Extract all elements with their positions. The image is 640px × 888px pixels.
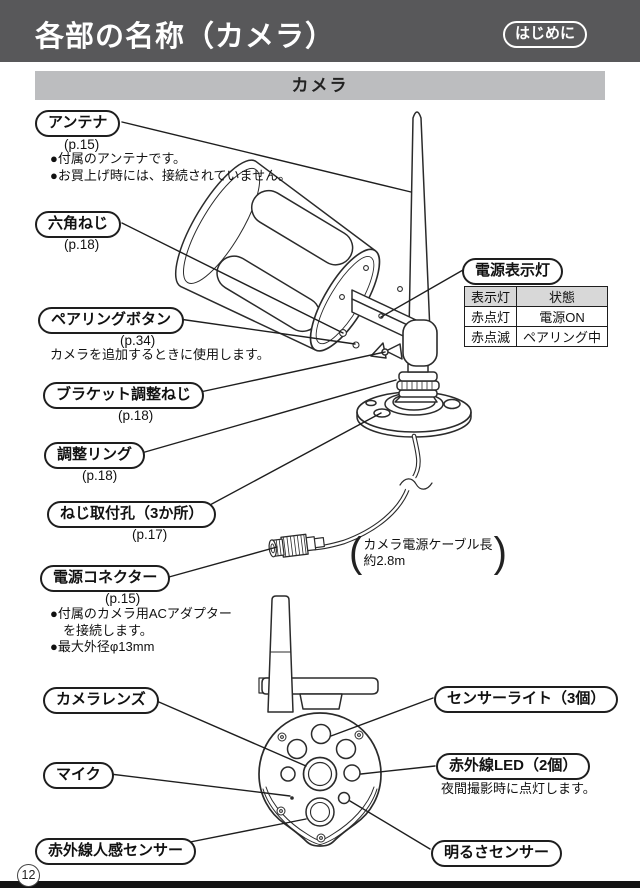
front-features-drawing (276, 723, 364, 843)
callout-mic: マイク (43, 762, 114, 789)
sensor-light-right (335, 738, 357, 760)
adjust-ring-drawing (396, 363, 440, 398)
ir-led-right (343, 764, 361, 782)
note-antenna: ●付属のアンテナです。 ●お買上げ時には、接続されていません。 (50, 151, 292, 183)
elbow-joint-drawing (370, 319, 438, 367)
callout-hex-screw: 六角ねじ (35, 211, 122, 238)
callout-bracket-screw: ブラケット調整ねじ (43, 382, 205, 409)
power-cable-drawing (303, 433, 433, 551)
sensor-light-left (286, 738, 308, 760)
mic-hole (290, 796, 294, 800)
pageref-power-connector: (p.15) (105, 591, 141, 606)
table-header-state: 状態 (516, 286, 609, 307)
close-paren: ) (493, 529, 507, 577)
pageref-antenna: (p.15) (64, 137, 100, 152)
lens-outer (302, 756, 338, 792)
power-led-table: 表示灯 状態 赤点灯 電源ON 赤点滅 ペアリング中 (463, 286, 609, 347)
callout-adjust-ring: 調整リング (44, 442, 146, 469)
callout-brightness-sensor: 明るさセンサー (431, 840, 563, 867)
pageref-adjust-ring: (p.18) (82, 468, 118, 483)
callout-power-led: 電源表示灯 (462, 258, 564, 285)
note-power-connector: ●付属のカメラ用ACアダプター を接続します。 ●最大外径φ13mm (50, 606, 232, 654)
leader-lines (109, 121, 464, 850)
pageref-bracket-screw: (p.18) (118, 408, 154, 423)
table-row: 赤点滅 ペアリング中 (463, 326, 609, 347)
pir-outer (305, 797, 335, 827)
open-paren: ( (349, 529, 363, 577)
antenna-drawing (408, 111, 431, 333)
callout-ir-led: 赤外線LED（2個） (436, 753, 591, 780)
table-row: 赤点灯 電源ON (463, 306, 609, 327)
page-number: 12 (17, 864, 40, 887)
callout-pairing-button: ペアリングボタン (38, 307, 185, 334)
callout-antenna: アンテナ (35, 110, 121, 137)
pageref-hex-screw: (p.18) (64, 237, 100, 252)
table-header-indicator: 表示灯 (463, 286, 518, 307)
chapter-badge: はじめに (503, 21, 588, 48)
mount-base-drawing (356, 391, 472, 438)
note-ir-led: 夜間撮影時に点灯します。 (441, 781, 596, 796)
page-header: 各部の名称（カメラ） はじめに (0, 0, 640, 62)
pageref-pairing-button: (p.34) (120, 333, 156, 348)
lens-inner (307, 761, 333, 787)
power-connector-drawing (268, 533, 325, 558)
callout-sensor-light: センサーライト（3個） (434, 686, 619, 713)
pir-inner (309, 801, 331, 823)
callout-screw-holes: ねじ取付孔（3か所） (47, 501, 217, 528)
footer-bar (0, 881, 640, 888)
ir-led-left (280, 766, 296, 782)
callout-power-connector: 電源コネクター (40, 565, 171, 592)
cable-length-note: ( カメラ電源ケーブル長 約2.8m ) (349, 529, 507, 577)
section-title: カメラ (35, 71, 605, 100)
note-pairing-button: カメラを追加するときに使用します。 (50, 347, 270, 362)
page-title: 各部の名称（カメラ） (35, 21, 336, 53)
sensor-light-top (310, 723, 332, 745)
brightness-sensor-hole (337, 791, 351, 805)
callout-pir-sensor: 赤外線人感センサー (35, 838, 197, 865)
callout-camera-lens: カメラレンズ (43, 687, 159, 714)
pageref-screw-holes: (p.17) (132, 527, 168, 542)
front-view-drawing (258, 595, 382, 847)
